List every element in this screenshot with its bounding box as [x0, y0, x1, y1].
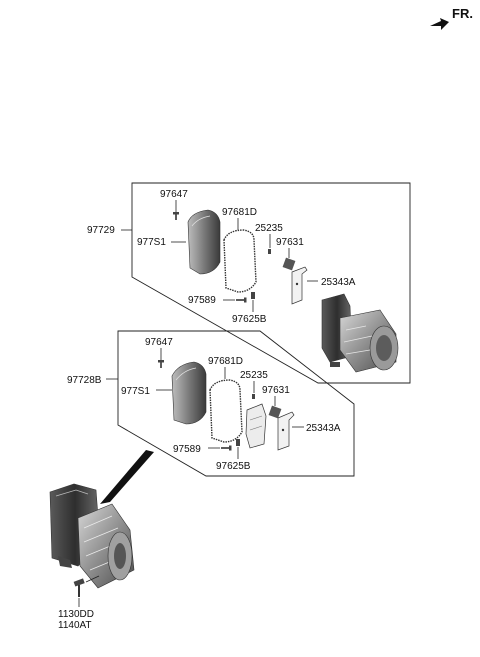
cover-icon	[187, 209, 221, 275]
seal-icon	[268, 405, 282, 419]
upper-group-number: 97729	[87, 225, 115, 236]
compressor-icon	[321, 293, 399, 373]
pin-icon	[252, 394, 255, 399]
clip-icon	[251, 292, 255, 299]
gasket-icon	[223, 229, 257, 293]
upper-part-977S1-label: 977S1	[137, 237, 166, 248]
lower-group-number: 97728B	[67, 375, 102, 386]
upper-part-25343A-label: 25343A	[321, 277, 356, 288]
bolt-icon	[236, 297, 247, 303]
lower-part-25343A-label: 25343A	[306, 423, 341, 434]
bracket-icon	[277, 411, 295, 451]
mount-bolt-icon	[73, 575, 100, 607]
lower-part-97589-label: 97589	[173, 444, 201, 455]
screw-icon	[158, 360, 164, 368]
upper-part-97625B-label: 97625B	[232, 314, 267, 325]
upper-assembly-outline	[131, 182, 411, 384]
direction-label: FR.	[452, 6, 473, 21]
arrow-forward-icon	[430, 18, 449, 30]
gasket-icon	[209, 379, 243, 443]
lower-assembly-outline	[117, 330, 355, 477]
lower-part-25235-label: 25235	[240, 370, 268, 381]
upper-part-97589-label: 97589	[188, 295, 216, 306]
lower-part-97647-label: 97647	[145, 337, 173, 348]
upper-part-97631-label: 97631	[276, 237, 304, 248]
pin-icon	[268, 249, 271, 254]
direction-marker: FR.	[430, 6, 473, 30]
upper-part-97647-label: 97647	[160, 189, 188, 200]
clip-icon	[236, 439, 240, 446]
lower-part-97681D-label: 97681D	[208, 356, 243, 367]
bolt-icon	[221, 445, 232, 451]
cover-icon	[171, 361, 207, 425]
connector-icon	[245, 403, 267, 449]
lower-assembly: 97728B 97647 977S1 97681D 25235 97631	[67, 330, 355, 477]
assembly-pointer	[100, 450, 154, 504]
seal-icon	[282, 257, 296, 271]
lower-part-977S1-label: 977S1	[121, 386, 150, 397]
upper-part-97681D-label: 97681D	[222, 207, 257, 218]
lower-part-97625B-label: 97625B	[216, 461, 251, 472]
mount-bolt-code-1: 1130DD	[58, 609, 94, 620]
upper-part-25235-label: 25235	[255, 223, 283, 234]
lower-part-97631-label: 97631	[262, 385, 290, 396]
bracket-icon	[291, 266, 308, 305]
screw-icon	[173, 212, 179, 220]
mount-bolt-code-2: 1140AT	[58, 620, 92, 631]
upper-assembly: 97729 97647 977S1 97681D 25235 97631 253…	[87, 182, 411, 384]
main-compressor	[49, 483, 135, 589]
